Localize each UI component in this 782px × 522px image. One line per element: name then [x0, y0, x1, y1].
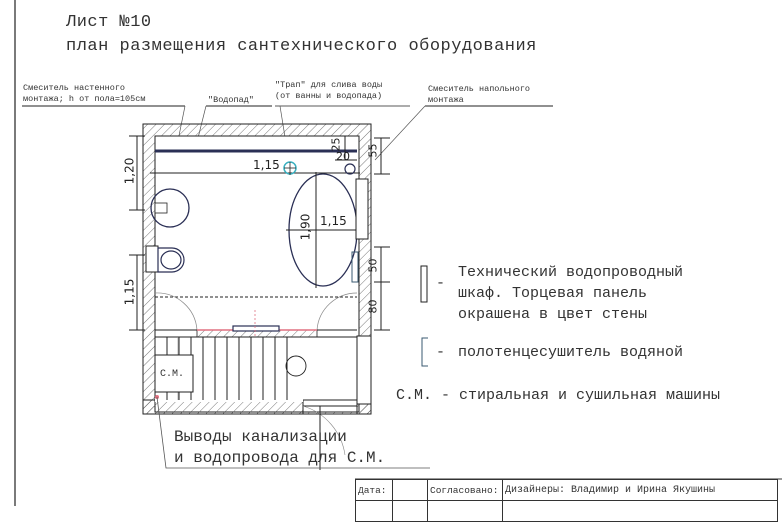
dimension-right-55: 55 — [366, 143, 380, 158]
title-block-date-label: Дата: — [355, 479, 393, 501]
dimension-right-80: 80 — [366, 299, 380, 314]
title-block-date-value — [392, 479, 428, 501]
callout-wall-mixer: Смеситель настенного монтажа; h от пола=… — [23, 83, 145, 105]
title-block-cell — [392, 500, 428, 522]
outlets-note-line2: и водопровода для С.М. — [174, 449, 386, 467]
outlets-note-line1: Выводы канализации — [174, 428, 347, 446]
washer-label: С.М. — [160, 369, 185, 380]
callout-drain-line2: (от ванны и водопада) — [275, 91, 383, 101]
legend-cabinet-line1: Технический водопроводный — [458, 264, 684, 281]
outlets-note: Выводы канализации и водопровода для С.М… — [174, 427, 385, 469]
callout-wall-mixer-line1: Смеситель настенного — [23, 83, 126, 93]
callout-wall-mixer-line2: монтажа; h от пола=105см — [23, 94, 146, 104]
sheet-title: Лист №10 — [66, 13, 152, 32]
sheet-subtitle: план размещения сантехнического оборудов… — [66, 37, 537, 56]
title-block-designers: Дизайнеры: Владимир и Ирина Якушины — [502, 479, 778, 501]
dimension-drain-offset: 1,15 — [253, 158, 280, 172]
legend-cabinet: Технический водопроводный шкаф. Торцевая… — [458, 262, 683, 325]
title-block-cell — [502, 500, 778, 522]
legend-towel-dash: - — [436, 344, 446, 361]
title-block-approved-label: Согласовано: — [427, 479, 503, 501]
callout-floor-mixer-line2: монтажа — [428, 95, 464, 105]
dimension-right-50: 50 — [366, 258, 380, 273]
floor-plan-drawing — [14, 0, 782, 506]
callout-floor-mixer: Смеситель напольного монтажа — [428, 84, 530, 106]
legend-cabinet-line2: шкаф. Торцевая панель — [458, 285, 648, 302]
dimension-left-upper: 1,20 — [122, 157, 137, 185]
dimension-left-lower: 1,15 — [122, 278, 137, 306]
callout-waterfall: "Водопад" — [208, 95, 254, 105]
callout-drain: "Трап" для слива воды (от ванны и водопа… — [275, 80, 382, 102]
legend-washer-note: С.М. - стиральная и сушильная машины — [396, 387, 721, 404]
dimension-tub-width: 1,15 — [320, 214, 347, 228]
legend-cabinet-line3: окрашена в цвет стены — [458, 306, 648, 323]
legend-towel-dryer: полотенцесушитель водяной — [458, 344, 684, 361]
legend-cabinet-dash: - — [436, 275, 446, 292]
title-block-cell — [427, 500, 503, 522]
dimension-tub-length: 1,90 — [298, 213, 313, 241]
title-block: Дата: Согласовано: Дизайнеры: Владимир и… — [355, 479, 778, 522]
title-block-cell — [355, 500, 393, 522]
dimension-top-20: 20 — [336, 150, 350, 163]
callout-floor-mixer-line1: Смеситель напольного — [428, 84, 531, 94]
callout-drain-line1: "Трап" для слива воды — [275, 80, 383, 90]
